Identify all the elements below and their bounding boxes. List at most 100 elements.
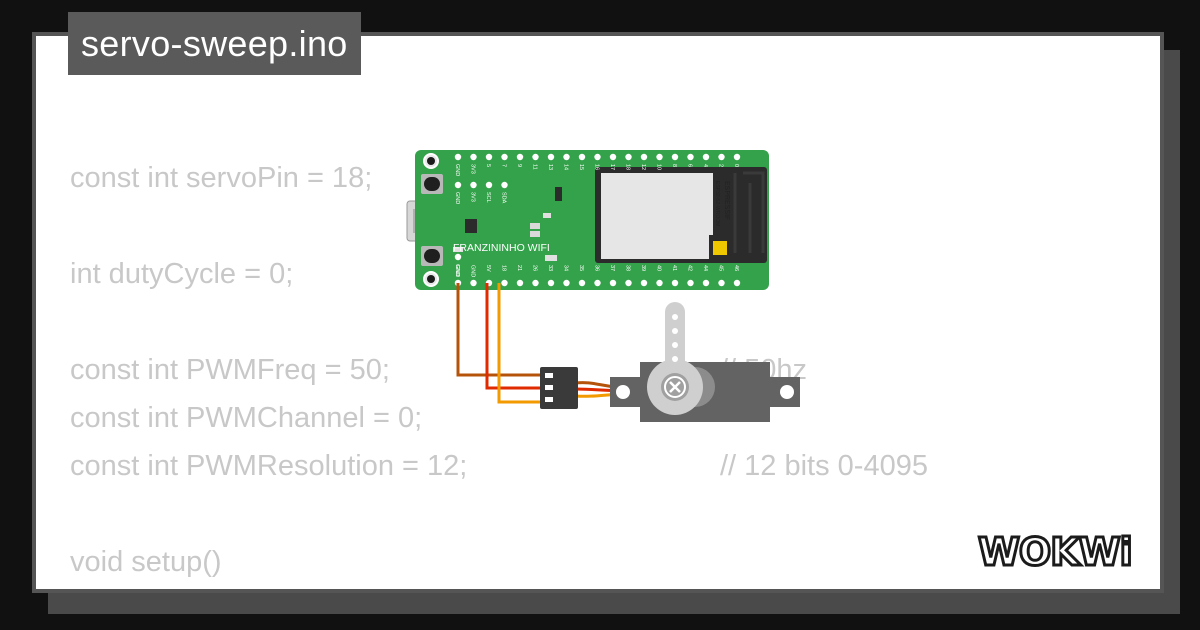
code-line: { [70, 586, 467, 589]
pin-label: 18 [625, 164, 631, 170]
pin-label: 38 [625, 265, 631, 271]
pin-label: 2 [718, 164, 724, 167]
pin-label: 14 [563, 164, 569, 170]
header-pin[interactable] [470, 181, 477, 189]
circuit-diagram[interactable]: ESPRESSIF ESP32-S2-WROOM FRANZININHO WIF… [395, 145, 815, 430]
pin-label: 33 [547, 265, 553, 271]
pin-label: 11 [532, 164, 538, 170]
code-text: const int PWMChannel = 0; [70, 402, 423, 434]
header-pin[interactable] [485, 153, 493, 161]
header-pin[interactable] [454, 153, 462, 161]
board-label: FRANZININHO WIFI [453, 242, 550, 254]
header-pin[interactable] [532, 279, 539, 287]
pin-label: 37 [609, 265, 615, 271]
header-pin[interactable] [516, 153, 524, 161]
header-pin[interactable] [733, 153, 741, 161]
pin-label: 42 [687, 265, 693, 271]
pin-label: 12 [640, 164, 646, 170]
header-pin[interactable] [578, 153, 586, 161]
header-pin[interactable] [501, 181, 508, 189]
header-pin[interactable] [656, 153, 663, 161]
header-pin[interactable] [454, 181, 462, 189]
header-pin[interactable] [532, 153, 539, 161]
pin-label: 39 [640, 265, 646, 271]
header-pin[interactable] [687, 153, 694, 161]
code-line: int dutyCycle = 0; [70, 250, 467, 298]
servo-horn[interactable] [665, 302, 685, 396]
header-pin[interactable] [501, 279, 508, 287]
code-text: const int servoPin = 18; [70, 162, 373, 194]
wokwi-logo[interactable]: WOKWi [975, 527, 1155, 577]
pin-label: 26 [532, 265, 538, 271]
header-pin[interactable] [671, 279, 679, 287]
code-line: const int PWMChannel = 0; [70, 394, 467, 442]
file-title: servo-sweep.ino [68, 12, 361, 75]
pin-label: 45 [718, 265, 724, 271]
servo-connector[interactable] [540, 367, 578, 409]
header-pin[interactable] [718, 153, 725, 161]
module-model: ESP32-S2-WROOM [714, 181, 720, 226]
header-pin[interactable] [547, 153, 555, 161]
header-pin[interactable] [563, 279, 570, 287]
wires[interactable] [456, 283, 636, 404]
wire-signal[interactable] [497, 283, 543, 404]
code-text: int dutyCycle = 0; [70, 258, 294, 290]
header-pin[interactable] [516, 279, 524, 287]
header-pin[interactable] [594, 279, 601, 287]
pin-label: GND [470, 265, 476, 277]
pin-label: 10 [656, 164, 662, 170]
header-pin[interactable] [702, 153, 710, 161]
pin-label: GND [454, 164, 460, 176]
pin-label: GND [454, 192, 460, 204]
pin-label: 8 [671, 164, 677, 167]
pin-label: 34 [563, 265, 569, 271]
boot-button[interactable] [421, 174, 443, 194]
header-pin[interactable] [454, 253, 462, 261]
reset-button[interactable] [421, 246, 443, 266]
header-pin[interactable] [625, 279, 632, 287]
pin-label: 40 [656, 265, 662, 271]
header-pin[interactable] [609, 153, 617, 161]
code-canvas: const int servoPin = 18; int dutyCycle = … [32, 32, 1164, 593]
pin-label: 3V3 [470, 164, 476, 174]
pin-label: GND [454, 265, 460, 277]
wire-5v[interactable] [485, 283, 543, 390]
header-pin[interactable] [485, 181, 493, 189]
pin-label: 15 [578, 164, 584, 170]
header-pin[interactable] [733, 279, 741, 287]
pin-label: 9 [516, 164, 522, 167]
pin-label: GND [454, 264, 460, 276]
code-line: const int servoPin = 18; [70, 154, 467, 202]
header-pin[interactable] [718, 279, 725, 287]
wire-gnd[interactable] [456, 283, 543, 377]
pin-label: 35 [578, 265, 584, 271]
header-pin[interactable] [656, 279, 663, 287]
header-pin[interactable] [702, 279, 710, 287]
pin-label: 46 [733, 265, 739, 271]
pin-label: 7 [501, 164, 507, 167]
header-pin[interactable] [501, 153, 508, 161]
header-pin[interactable] [609, 279, 617, 287]
pin-label: 0 [733, 164, 739, 167]
header-pin[interactable] [578, 279, 586, 287]
header-pin[interactable] [470, 279, 477, 287]
header-pin[interactable] [640, 153, 648, 161]
pin-label: 4 [702, 164, 708, 167]
header-pin[interactable] [625, 153, 632, 161]
header-pin[interactable] [470, 153, 477, 161]
servo-motor[interactable] [610, 302, 800, 422]
pin-label: 18 [501, 265, 507, 271]
header-pin[interactable] [594, 153, 601, 161]
code-line [70, 490, 467, 538]
header-pin[interactable] [671, 153, 679, 161]
header-pin[interactable] [687, 279, 694, 287]
header-pin[interactable] [563, 153, 570, 161]
pin-label: 5 [485, 164, 491, 167]
code-text: const int PWMResolution = 12; [70, 450, 468, 482]
franzininho-wifi-board[interactable]: ESPRESSIF ESP32-S2-WROOM FRANZININHO WIF… [415, 150, 769, 290]
header-pin[interactable] [640, 279, 648, 287]
pin-label: SCL [485, 192, 491, 203]
code-listing: const int servoPin = 18; int dutyCycle = … [70, 154, 928, 589]
pin-label: 41 [671, 265, 677, 271]
header-pin[interactable] [547, 279, 555, 287]
